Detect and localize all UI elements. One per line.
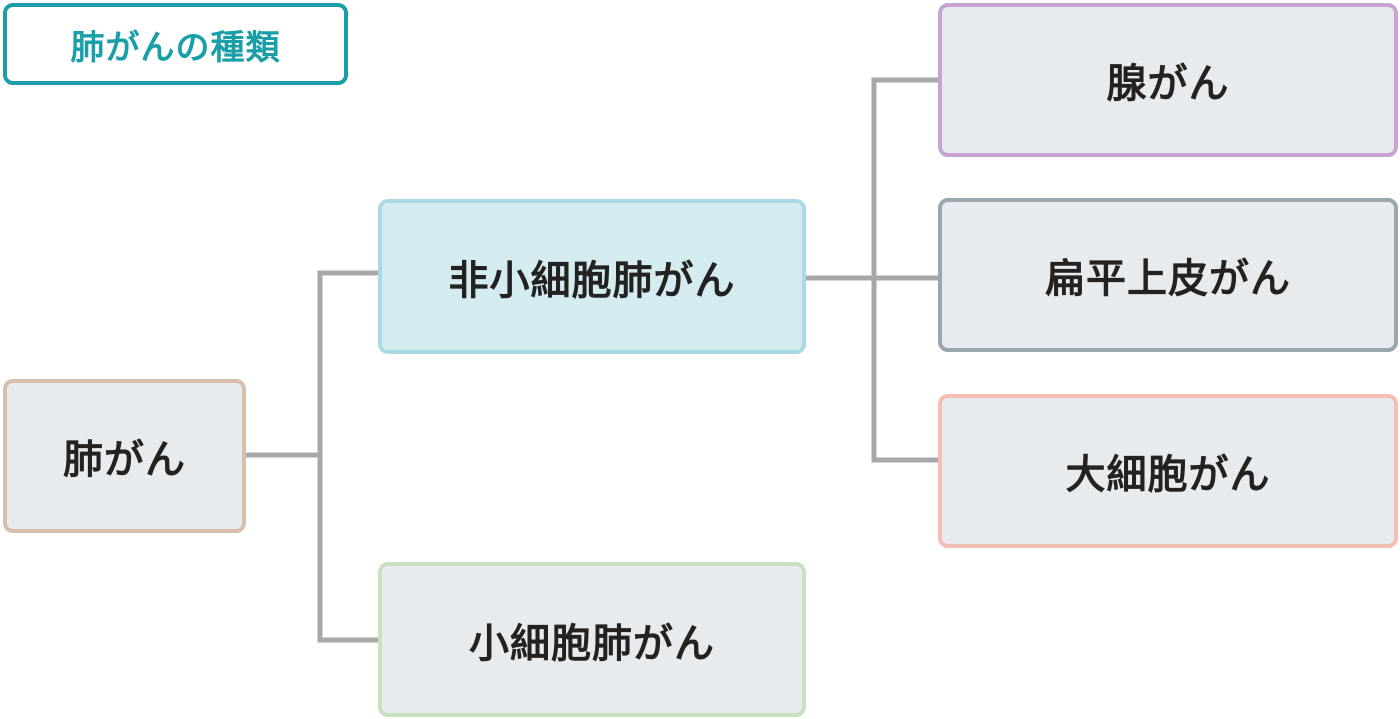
node-label: 腺がん [1106,61,1230,107]
node-label: 大細胞がん [1065,452,1271,498]
node-label: 小細胞肺がん [469,620,715,667]
node-label: 非小細胞肺がん [448,257,736,304]
node-adenocarcinoma: 腺がん [938,3,1398,157]
node-label: 肺がん [63,437,186,483]
node-small-cell-lung-cancer: 小細胞肺がん [378,562,806,717]
node-non-small-cell-lung-cancer: 非小細胞肺がん [378,199,806,354]
node-squamous-cell-carcinoma: 扁平上皮がん [938,198,1398,352]
node-label: 扁平上皮がん [1045,256,1291,302]
node-lung-cancer: 肺がん [3,379,246,533]
diagram-title: 肺がんの種類 [3,3,348,85]
node-large-cell-carcinoma: 大細胞がん [938,394,1398,548]
